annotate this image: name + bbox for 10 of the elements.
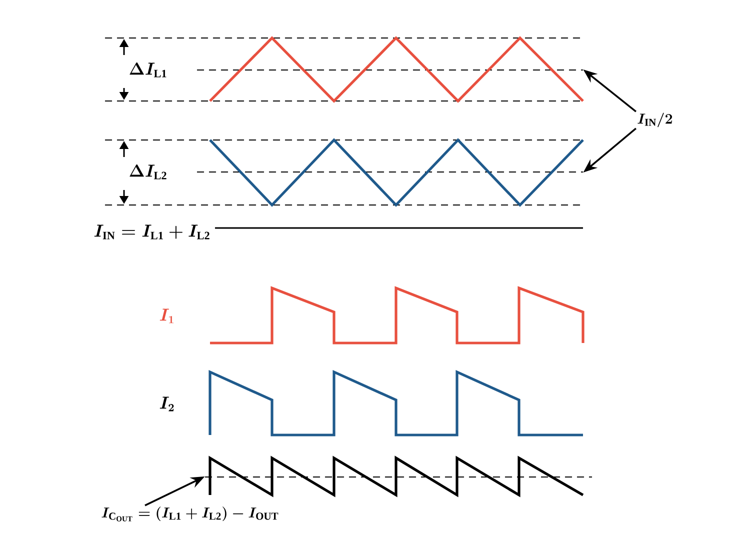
formula-label: $I_{\mathrm{C}_{\mathrm{OUT}}} = ( I_{\mathrm{L1}} + I_{\mathrm{L2}} ) - I_{\mathrm{OUT}}$ bbox=[102, 506, 278, 522]
triangle-waveform bbox=[104, 138, 584, 207]
delta-label: $\Delta I_{\mathrm{L1}}$ bbox=[130, 62, 166, 78]
sawtooth-waveform bbox=[204, 456, 592, 498]
current-label: $I_{1}$ bbox=[160, 308, 174, 324]
text-label: $I_{\mathrm{IN}} / 2$ bbox=[638, 112, 672, 128]
current-label: $I_{2}$ bbox=[160, 396, 174, 412]
triangle-waveform bbox=[104, 36, 584, 103]
equation-label: $I_{\mathrm{IN}} = I_{\mathrm{L1}} + I_{\mathrm{L2}}$ bbox=[94, 224, 210, 240]
delta-label: $\Delta I_{\mathrm{L2}}$ bbox=[130, 164, 166, 180]
